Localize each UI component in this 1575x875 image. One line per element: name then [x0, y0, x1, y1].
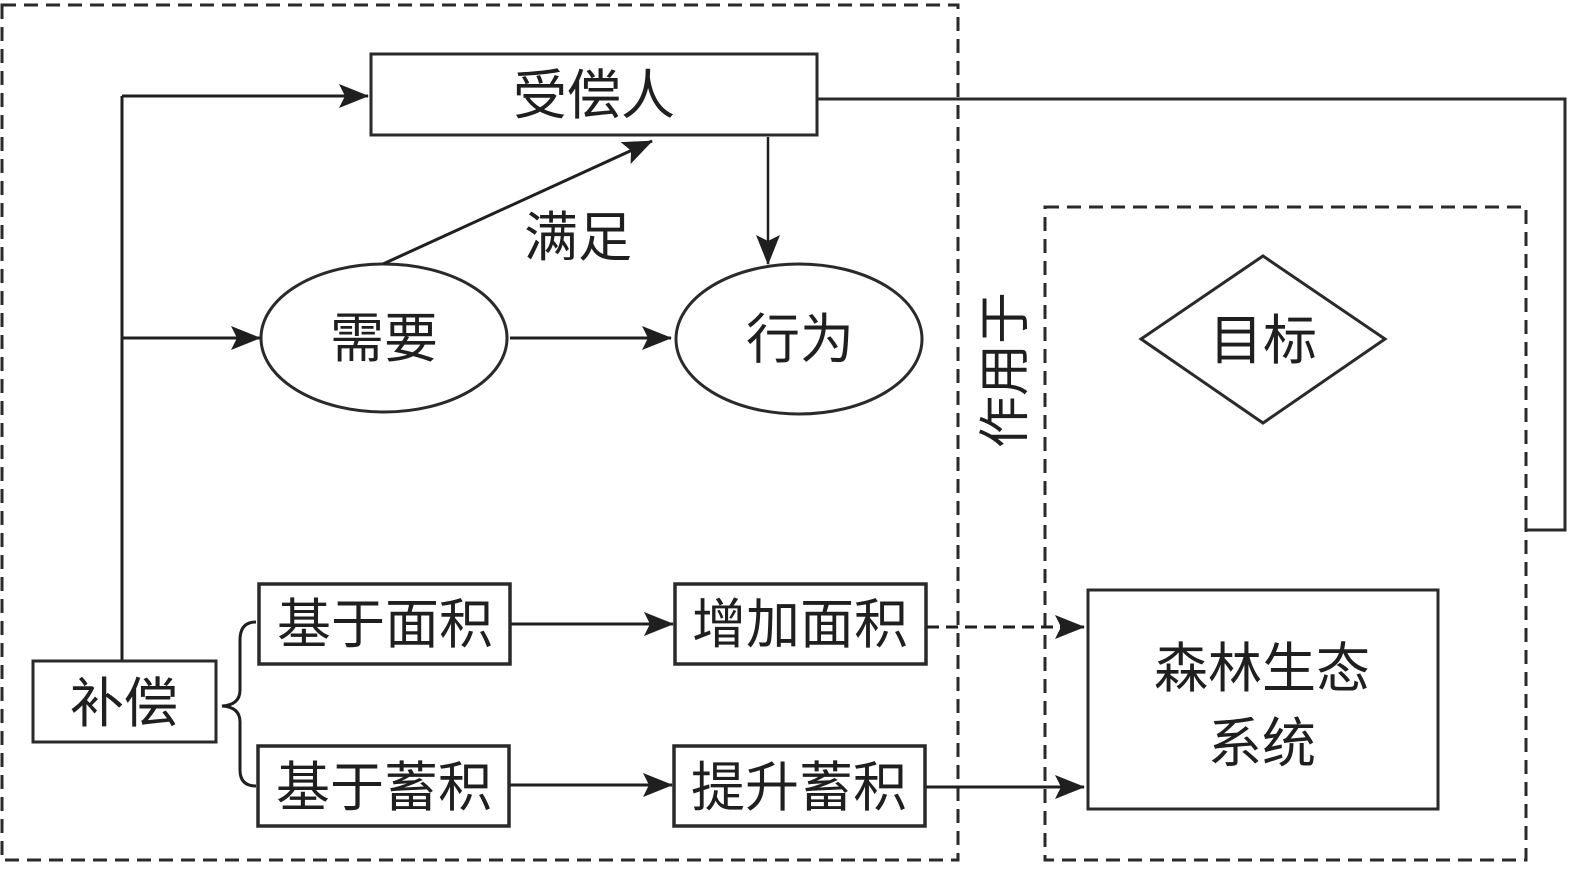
node-behavior: 行为	[674, 262, 924, 416]
node-raise-stock: 提升蓄积	[672, 744, 927, 828]
node-increase-area-label: 增加面积	[692, 593, 908, 656]
node-forest-ecosystem-label-line1: 森林生态	[1154, 637, 1370, 700]
node-need: 需要	[259, 262, 509, 414]
node-raise-stock-label: 提升蓄积	[691, 756, 907, 819]
node-increase-area: 增加面积	[673, 582, 928, 666]
right-region-dashed-box	[1043, 205, 1528, 862]
node-forest-ecosystem-label-line2: 系统	[1208, 712, 1316, 775]
node-recipient: 受偿人	[369, 52, 819, 137]
edge-label-acts-on: 作用于	[976, 292, 1036, 448]
edge-label-satisfy: 满足	[524, 206, 632, 269]
left-region-dashed-box	[0, 3, 960, 862]
node-goal-label: 目标	[1209, 309, 1317, 372]
node-stock-based: 基于蓄积	[256, 744, 511, 828]
edge-need-to-recipient	[382, 139, 653, 266]
node-goal: 目标	[1138, 254, 1388, 425]
node-area-based-label: 基于面积	[277, 593, 493, 656]
edge-recipient-to-right-region	[818, 97, 1567, 532]
node-recipient-label: 受偿人	[513, 64, 675, 127]
brace-compensation-branches	[221, 620, 257, 788]
node-need-label: 需要	[330, 307, 438, 370]
node-forest-ecosystem: 森林生态 系统	[1086, 588, 1440, 811]
node-compensation-label: 补偿	[70, 672, 178, 735]
node-stock-based-label: 基于蓄积	[276, 756, 492, 819]
node-behavior-label: 行为	[746, 308, 854, 371]
node-compensation: 补偿	[31, 659, 218, 744]
node-area-based: 基于面积	[257, 582, 512, 666]
